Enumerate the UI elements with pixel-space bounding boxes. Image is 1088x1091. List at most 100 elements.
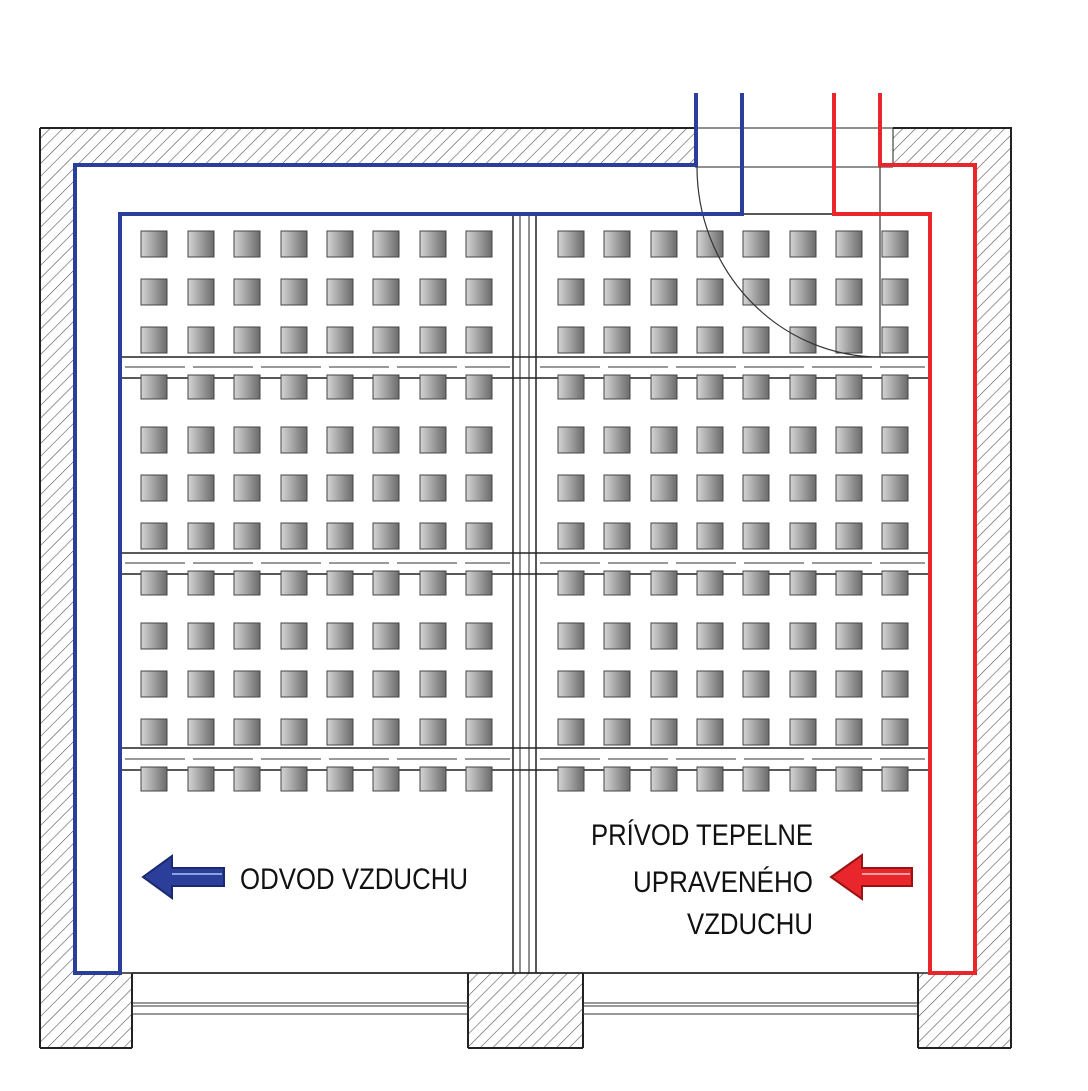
bottle	[372, 522, 400, 550]
bottle	[280, 326, 308, 354]
bottle	[603, 278, 631, 306]
bottle	[140, 278, 168, 306]
bottle	[187, 278, 215, 306]
bottle	[789, 670, 817, 698]
bottle	[557, 474, 585, 502]
bottle	[140, 766, 168, 792]
bottle	[280, 766, 308, 792]
bottle	[603, 766, 631, 792]
exhaust-duct	[73, 93, 744, 975]
bottle	[696, 522, 724, 550]
bottle	[419, 522, 447, 550]
bottle	[233, 426, 261, 454]
bottle	[835, 278, 863, 306]
bottle	[372, 622, 400, 650]
bottle	[372, 766, 400, 792]
bottle	[696, 278, 724, 306]
bottle	[835, 230, 863, 258]
bottle	[835, 326, 863, 354]
bottle	[326, 474, 354, 502]
wall-outline	[39, 127, 1012, 1049]
bottle	[326, 570, 354, 596]
bottle	[326, 718, 354, 746]
bottle	[742, 474, 770, 502]
bottle	[650, 474, 678, 502]
bottle	[140, 230, 168, 258]
supply-duct	[832, 93, 977, 975]
bottle	[696, 374, 724, 400]
bottle	[696, 326, 724, 354]
bottle	[835, 374, 863, 400]
bottle	[280, 670, 308, 698]
bottle	[881, 522, 909, 550]
bottle	[372, 670, 400, 698]
bottle	[881, 374, 909, 400]
bottle	[372, 326, 400, 354]
bottle	[696, 570, 724, 596]
bottle	[187, 622, 215, 650]
bottle	[326, 374, 354, 400]
bottle	[650, 326, 678, 354]
bottle	[187, 326, 215, 354]
bottle	[557, 718, 585, 746]
bottle	[326, 230, 354, 258]
bottle	[280, 374, 308, 400]
bottle	[557, 570, 585, 596]
duct-wall-penetration	[694, 127, 894, 168]
walls	[39, 127, 1012, 1049]
bottle	[419, 718, 447, 746]
bottle	[696, 426, 724, 454]
bottle	[650, 570, 678, 596]
bottle	[419, 426, 447, 454]
bottle	[789, 622, 817, 650]
bottle	[419, 326, 447, 354]
wall-top-left	[40, 128, 695, 167]
bottle	[881, 766, 909, 792]
bottle	[789, 426, 817, 454]
bottle	[881, 426, 909, 454]
bottle	[187, 426, 215, 454]
bottle	[696, 474, 724, 502]
bottle	[789, 718, 817, 746]
bottle	[603, 522, 631, 550]
bottle	[326, 278, 354, 306]
bottle	[557, 522, 585, 550]
bottle	[742, 374, 770, 400]
bottle	[603, 474, 631, 502]
bottle	[603, 230, 631, 258]
bottle	[557, 278, 585, 306]
bottle	[372, 474, 400, 502]
bottle	[280, 718, 308, 746]
bottle	[696, 670, 724, 698]
bottle	[742, 230, 770, 258]
bottle	[465, 622, 493, 650]
bottle	[187, 766, 215, 792]
bottle	[557, 326, 585, 354]
bottle	[233, 326, 261, 354]
bottle	[187, 718, 215, 746]
bottle	[742, 766, 770, 792]
bottle	[233, 766, 261, 792]
bottle	[140, 670, 168, 698]
bottle	[603, 326, 631, 354]
bottle	[650, 622, 678, 650]
bottle	[372, 570, 400, 596]
bottle	[465, 718, 493, 746]
bottle	[742, 426, 770, 454]
bottle	[419, 230, 447, 258]
bottle	[233, 718, 261, 746]
bottle	[233, 522, 261, 550]
bottle	[233, 474, 261, 502]
bottle	[465, 426, 493, 454]
bottle	[465, 766, 493, 792]
bottle	[140, 426, 168, 454]
bottle	[881, 278, 909, 306]
bottle	[835, 766, 863, 792]
bottle	[326, 326, 354, 354]
bottle	[419, 474, 447, 502]
bottle	[187, 374, 215, 400]
bottle	[557, 622, 585, 650]
bottle	[789, 570, 817, 596]
bottle	[372, 718, 400, 746]
